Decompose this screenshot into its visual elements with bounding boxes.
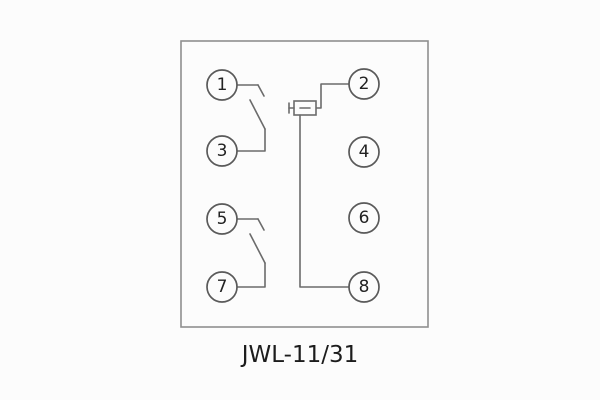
wire-coil-to-terminal-8 (299, 114, 350, 288)
terminal-6-number: 6 (359, 208, 370, 228)
terminal-8-circle (348, 271, 380, 303)
terminal-5: 5 (206, 203, 238, 235)
model-label: JWL-11/31 (240, 342, 359, 368)
terminal-3-number: 3 (217, 141, 228, 161)
terminal-4: 4 (348, 136, 380, 168)
terminal-1-number: 1 (217, 75, 228, 95)
terminal-2-circle (348, 68, 380, 100)
switch-blade-5-7 (249, 233, 266, 264)
terminal-1: 1 (206, 69, 238, 101)
terminal-7-circle (206, 271, 238, 303)
terminal-4-circle (348, 136, 380, 168)
terminal-2-number: 2 (359, 74, 370, 94)
wire-terminal-2 (315, 83, 350, 109)
terminal-2: 2 (348, 68, 380, 100)
terminal-8: 8 (348, 271, 380, 303)
terminal-7-number: 7 (217, 277, 228, 297)
terminal-4-number: 4 (359, 142, 370, 162)
contact-tick-1 (257, 84, 265, 97)
terminal-5-circle (206, 203, 238, 235)
terminal-3-circle (206, 135, 238, 167)
switch-blade-1-3 (249, 99, 266, 130)
terminal-1-circle (206, 69, 238, 101)
terminal-8-number: 8 (359, 277, 370, 297)
terminal-5-number: 5 (217, 209, 228, 229)
contact-tick-5 (257, 218, 265, 231)
terminal-6: 6 (348, 202, 380, 234)
terminal-6-circle (348, 202, 380, 234)
wire-terminal-3 (236, 128, 266, 152)
terminal-7: 7 (206, 271, 238, 303)
wire-terminal-7 (236, 262, 266, 288)
terminal-3: 3 (206, 135, 238, 167)
relay-case-outline (180, 40, 429, 328)
